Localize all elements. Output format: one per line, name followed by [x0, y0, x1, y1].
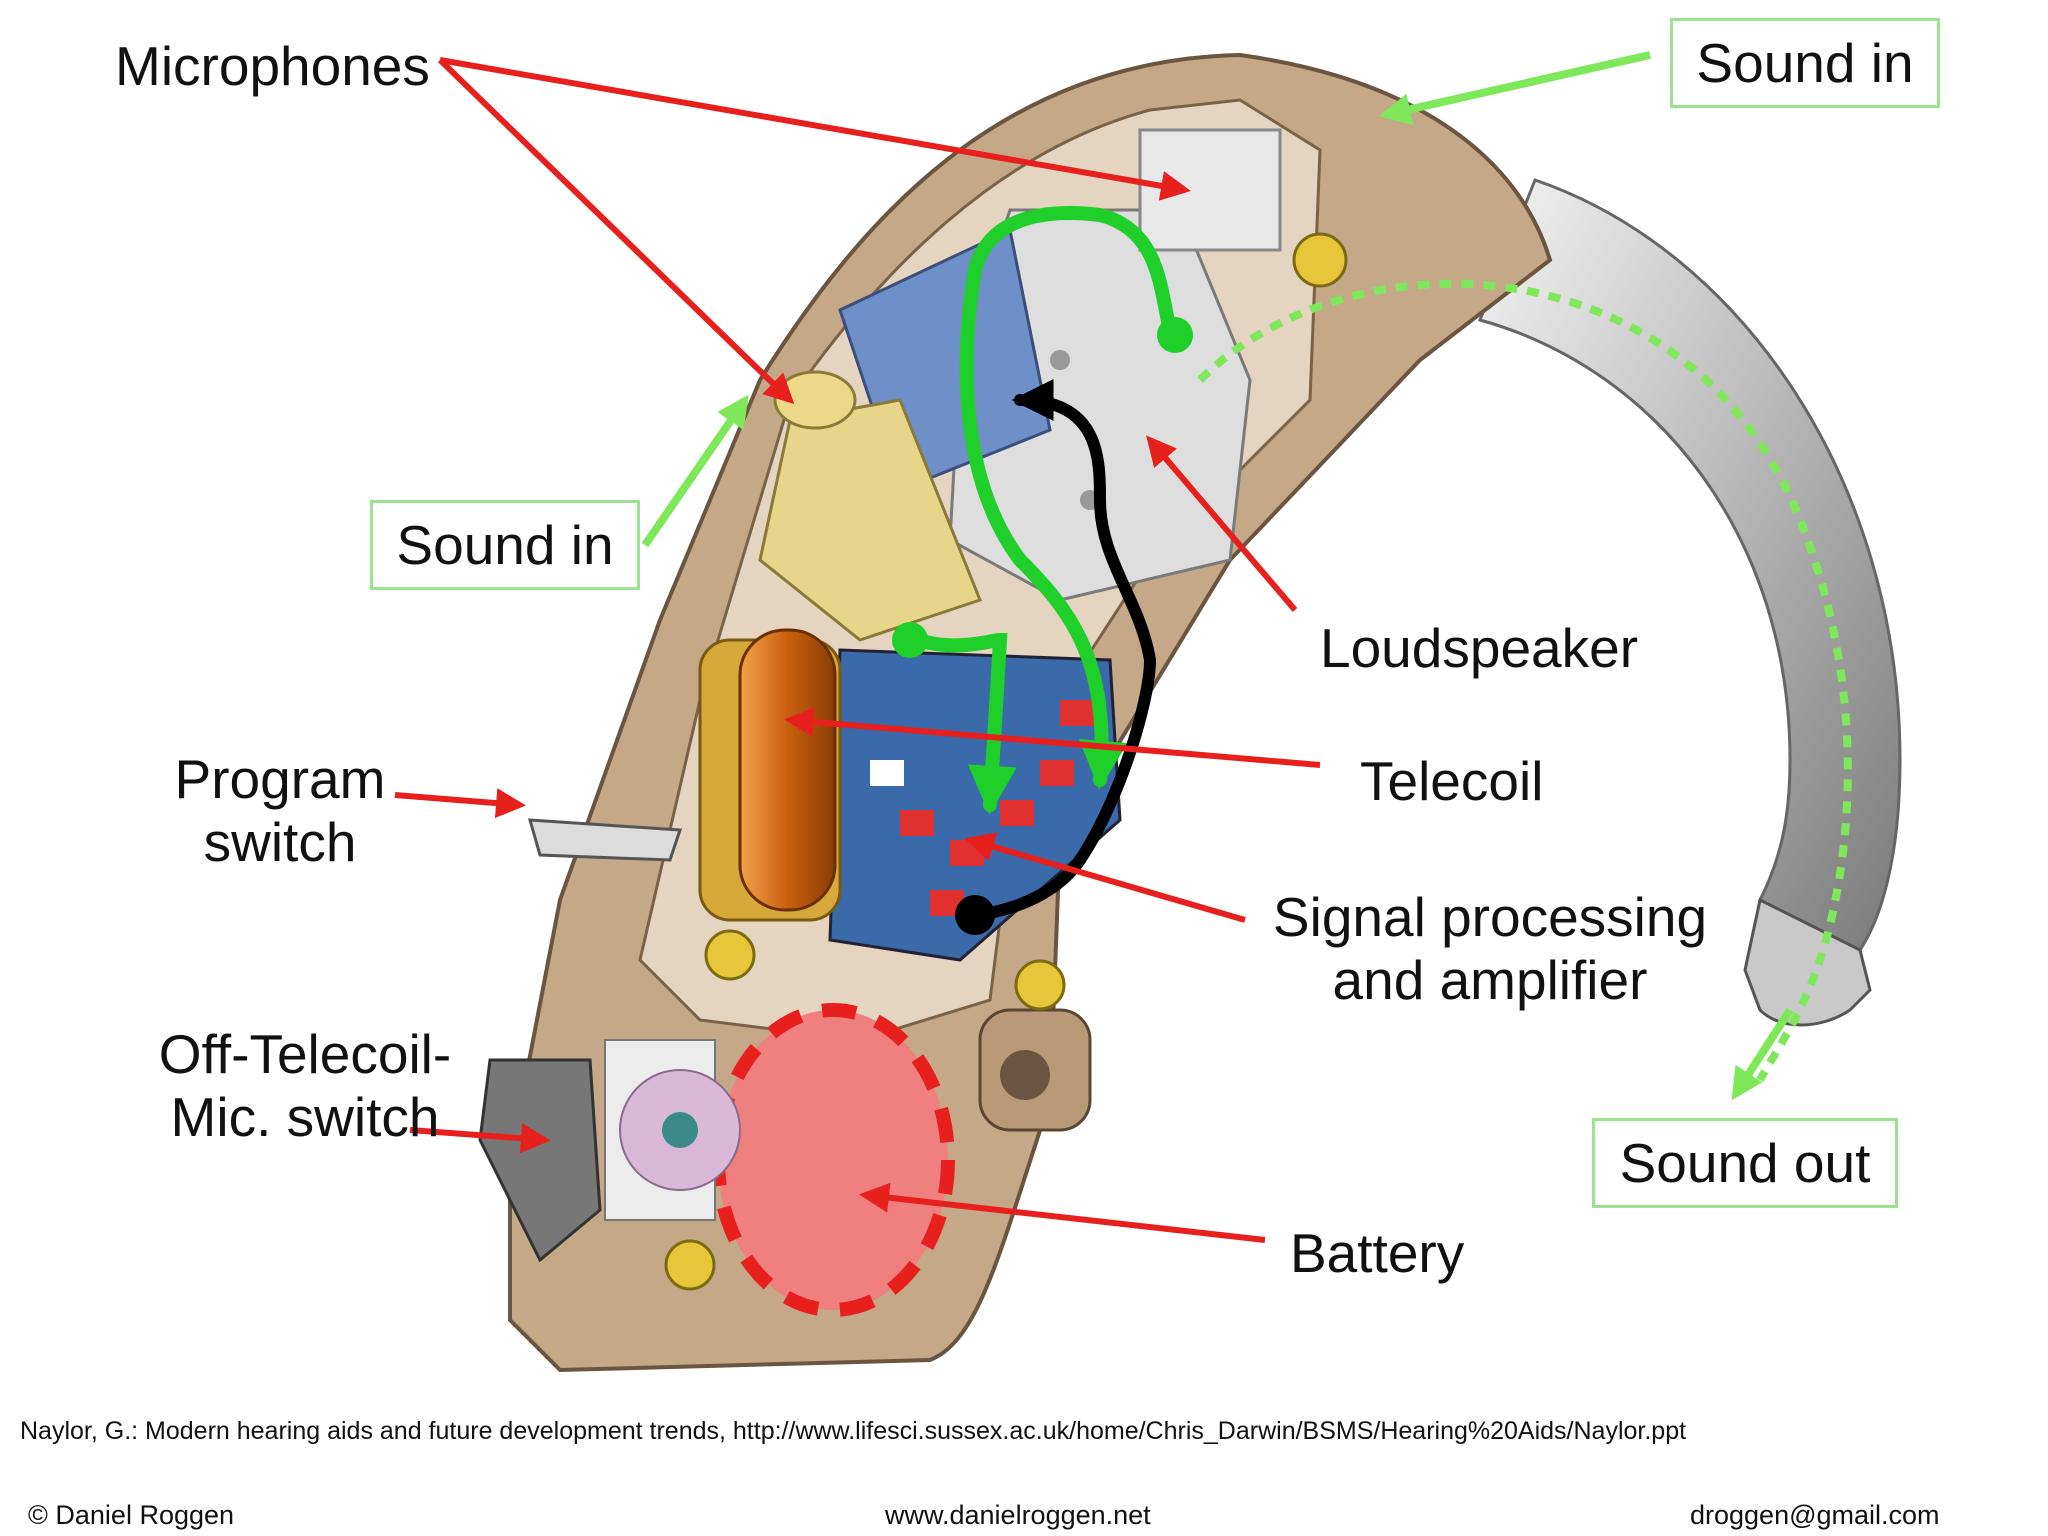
label-off-telecoil-line2: Mic. switch [170, 1086, 440, 1149]
program-switch [527, 818, 683, 862]
label-program-switch-line2: switch [203, 811, 357, 874]
label-off-telecoil-mic-switch: Off-Telecoil- Mic. switch [145, 1023, 465, 1150]
label-signal-processing-line2: and amplifier [1332, 949, 1648, 1012]
label-sound-in-left: Sound in [370, 500, 640, 590]
footer-website: www.danielroggen.net [885, 1500, 1151, 1530]
screws [664, 232, 1348, 1291]
mic-switch-disc [604, 1039, 741, 1221]
sound-path [892, 206, 1193, 815]
label-sound-out: Sound out [1592, 1118, 1898, 1208]
microphone-yellow [758, 370, 982, 642]
off-telecoil-mic-switch [478, 1058, 602, 1263]
footer-citation: Naylor, G.: Modern hearing aids and futu… [20, 1417, 1687, 1445]
label-signal-processing: Signal processing and amplifier [1260, 886, 1720, 1013]
label-program-switch-line1: Program [174, 748, 386, 810]
footer-copyright: © Daniel Roggen [28, 1500, 235, 1530]
sound-arrows [641, 51, 1794, 1101]
hook-sound-line [1197, 279, 1852, 1082]
label-microphones: Microphones [115, 35, 430, 97]
label-telecoil: Telecoil [1360, 750, 1544, 812]
label-off-telecoil-line1: Off-Telecoil- [158, 1023, 452, 1085]
telecoil-coil [698, 628, 842, 922]
battery [711, 1003, 955, 1317]
label-sound-in-top: Sound in [1670, 18, 1940, 108]
label-signal-processing-line1: Signal processing [1272, 886, 1708, 948]
electric-path [955, 379, 1157, 935]
ear-hook-tip [1743, 897, 1872, 1027]
label-battery: Battery [1290, 1222, 1465, 1284]
footer-email: droggen@gmail.com [1690, 1500, 1940, 1530]
label-arrows [394, 57, 1321, 1243]
label-loudspeaker: Loudspeaker [1320, 617, 1639, 679]
label-program-switch: Program switch [165, 748, 395, 875]
ear-hook [1477, 178, 1902, 1027]
